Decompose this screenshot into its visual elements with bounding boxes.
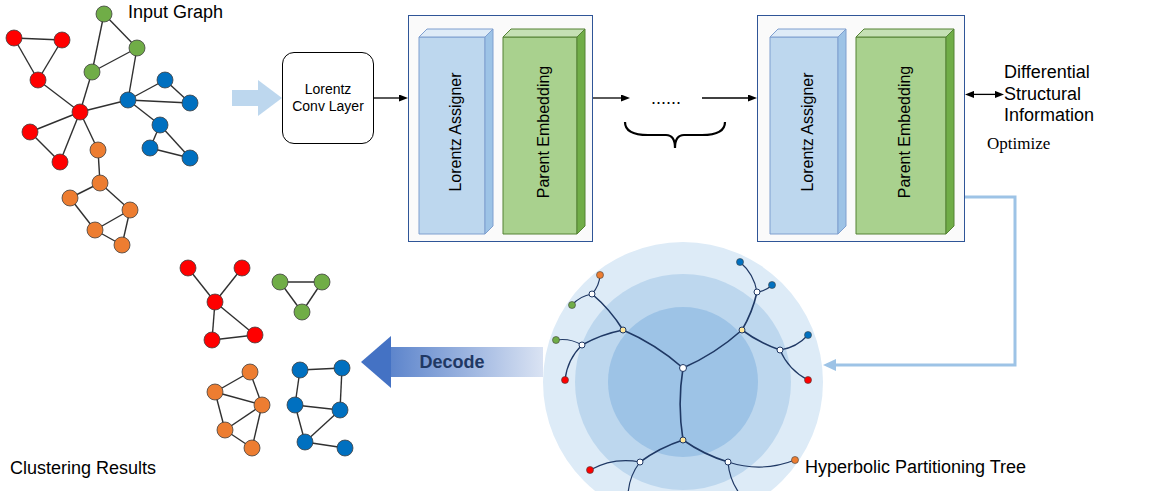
assigner-slab: Lorentz Assigner (770, 29, 846, 234)
graph-vertex (207, 384, 223, 400)
graph-vertex (180, 260, 196, 276)
node-label: Parent Embedding (896, 65, 914, 198)
layer-block: Lorentz Assigner Parent Embedding (757, 15, 965, 242)
objective-text: Differential Structural Information (1004, 62, 1132, 127)
node-label: Lorentz Conv Layer (289, 81, 367, 116)
graph-vertex (30, 72, 46, 88)
graph-vertex (62, 190, 78, 206)
graph-vertex (272, 274, 288, 290)
clustering-results: Clustering Results (5, 250, 361, 486)
graph-vertex (247, 327, 263, 343)
graph-vertex (332, 402, 348, 418)
node-caption: Clustering Results (10, 458, 156, 479)
connector-arrow (702, 97, 748, 98)
hyperbolic-tree: Hyperbolic Partitioning Tree (543, 242, 823, 491)
tree-disc (543, 242, 823, 491)
graph-vertex (217, 422, 233, 438)
graph-vertex (54, 32, 70, 48)
graph-vertex (6, 30, 22, 46)
node-label: Parent Embedding (535, 65, 553, 198)
graph-vertex (72, 104, 88, 120)
graph-vertex (294, 304, 310, 320)
graph-vertex (52, 154, 68, 170)
connector-arrow (374, 97, 399, 98)
graph-vertex (337, 440, 353, 456)
node-caption: Hyperbolic Partitioning Tree (805, 457, 1026, 478)
embedding-slab: Parent Embedding (503, 29, 585, 234)
graph-vertex (287, 397, 303, 413)
graph-vertex (114, 237, 130, 253)
connector-arrow (593, 97, 621, 98)
graph-vertex (157, 72, 173, 88)
ellipsis: ...... (630, 84, 702, 112)
graph-vertex (84, 64, 100, 80)
conv-layer-box: Lorentz Conv Layer (282, 52, 374, 144)
graph-vertex (129, 40, 145, 56)
node-label: Lorentz Assigner (447, 72, 465, 191)
graph-edge (92, 14, 104, 72)
graph-vertex (314, 274, 330, 290)
graph-vertex (182, 95, 198, 111)
graph-vertex (96, 6, 112, 22)
graph-vertex (87, 222, 103, 238)
assigner-slab: Lorentz Assigner (419, 29, 493, 234)
graph-vertex (254, 397, 270, 413)
connector-arrow (232, 90, 258, 106)
graph-vertex (207, 294, 223, 310)
graph-vertex (152, 117, 168, 133)
connector-arrow (974, 94, 995, 95)
connector-arrow (391, 347, 543, 377)
node-label: Differential Structural Information (1004, 62, 1132, 127)
graph-edge (128, 100, 190, 103)
graph-vertex (242, 364, 258, 380)
graph-vertex (334, 360, 350, 376)
graph-vertex (122, 202, 138, 218)
graph-vertex (142, 140, 158, 156)
node-label: Lorentz Assigner (799, 72, 817, 191)
node-caption: Input Graph (128, 2, 223, 23)
node-label: ...... (651, 88, 681, 109)
graph-vertex (92, 175, 108, 191)
embedding-slab: Parent Embedding (856, 29, 954, 234)
edge-label: Decode (419, 352, 484, 373)
graph-vertex (234, 260, 250, 276)
graph-vertex (244, 440, 260, 456)
edge-label: Optimize (985, 134, 1052, 154)
layer-block: Lorentz Assigner Parent Embedding (408, 15, 593, 242)
input-graph: Input Graph (0, 0, 232, 255)
graph-vertex (297, 434, 313, 450)
graph-vertex (204, 332, 220, 348)
graph-vertex (22, 124, 38, 140)
graph-vertex (120, 92, 136, 108)
graph-vertex (182, 150, 198, 166)
graph-vertex (292, 362, 308, 378)
graph-vertex (90, 142, 106, 158)
curly-bracket (625, 122, 725, 148)
